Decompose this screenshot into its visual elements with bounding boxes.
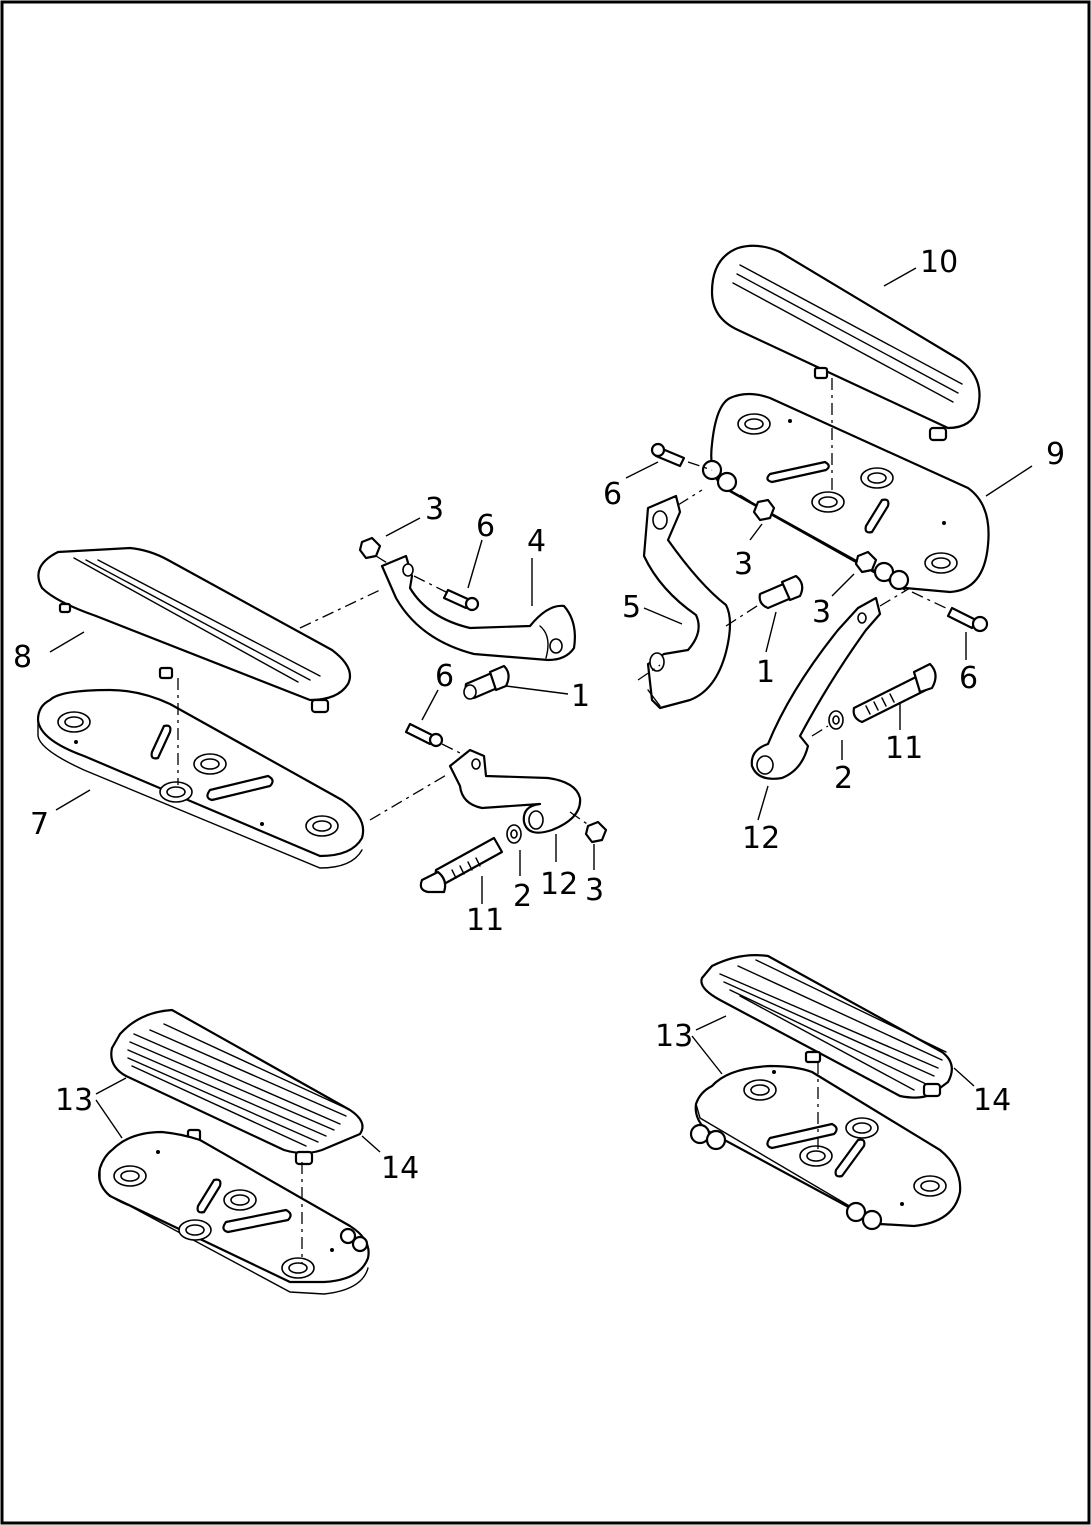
- callout-7: 7: [30, 807, 49, 842]
- bracket-5: [642, 494, 732, 710]
- callout-2: 2: [834, 761, 853, 796]
- footboard-base-13-left: [98, 1130, 370, 1295]
- callout-11: 11: [466, 903, 504, 938]
- nut-3-left-top: [358, 536, 382, 560]
- footboard-pad-10: [710, 244, 981, 442]
- footboard-pad-14-left: [110, 1008, 364, 1166]
- callout-8: 8: [13, 640, 32, 675]
- callout-3: 3: [734, 547, 753, 582]
- callout-10: 10: [920, 245, 958, 280]
- bolt-11-left: [419, 836, 504, 894]
- callout-3: 3: [425, 492, 444, 527]
- callout-2: 2: [513, 879, 532, 914]
- callout-6: 6: [959, 661, 978, 696]
- nut-3-right-a: [752, 498, 776, 522]
- bolt-11-right: [852, 662, 937, 724]
- footboard-pad-14-right: [700, 954, 953, 1099]
- washer-2-right: [828, 710, 844, 730]
- callout-labels: 10 9 6 3 5 1 3 6 11 2 12 3 6 4 8 6 1 7 2…: [13, 245, 1065, 1186]
- callout-14: 14: [381, 1151, 419, 1186]
- bolt-1-left: [463, 664, 510, 700]
- bolt-1-right: [758, 574, 804, 610]
- callout-1: 1: [756, 655, 775, 690]
- callout-11: 11: [885, 731, 923, 766]
- callout-6: 6: [603, 477, 622, 512]
- callout-6: 6: [476, 509, 495, 544]
- callout-3: 3: [585, 873, 604, 908]
- nut-3-left-low: [584, 820, 608, 844]
- washer-2-left: [506, 824, 522, 844]
- callout-6: 6: [435, 659, 454, 694]
- callout-4: 4: [527, 524, 546, 559]
- callout-13: 13: [655, 1019, 693, 1054]
- callout-9: 9: [1046, 437, 1065, 472]
- bolt-6-left-top: [442, 588, 480, 612]
- bolt-6-lower-right: [946, 606, 989, 633]
- bolt-6-left-mid: [404, 722, 444, 748]
- nut-3-right-b: [854, 550, 878, 574]
- callout-12: 12: [742, 821, 780, 856]
- callout-13: 13: [55, 1083, 93, 1118]
- callout-12: 12: [540, 867, 578, 902]
- callout-3: 3: [812, 595, 831, 630]
- footboard-pad-8: [37, 546, 352, 714]
- leader-lines: [49, 267, 1033, 1153]
- footboard-base-13-right: [689, 1064, 962, 1231]
- arm-12-left: [448, 748, 582, 834]
- callout-5: 5: [622, 590, 641, 625]
- bolt-6-upper-right: [650, 442, 686, 468]
- arm-12-right: [750, 596, 882, 780]
- callout-1: 1: [571, 679, 590, 714]
- bracket-4: [380, 554, 576, 662]
- footboard-base-7: [36, 688, 365, 869]
- callout-14: 14: [973, 1083, 1011, 1118]
